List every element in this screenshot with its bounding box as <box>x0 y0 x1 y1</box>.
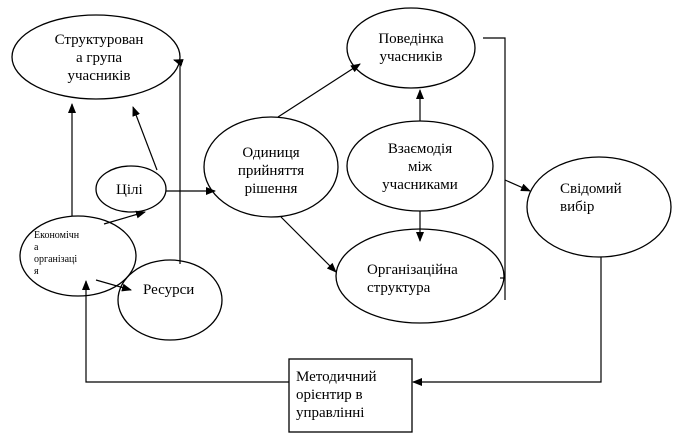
label-economic-org: Економічн а організаці я <box>34 230 80 277</box>
label-decision-unit: Одиниця прийняття рішення <box>237 145 305 197</box>
node-method-guide-shape <box>288 358 413 433</box>
label-resources: Ресурси <box>143 282 195 298</box>
label-interaction: Взаємодія між учасниками <box>382 141 458 193</box>
arrow-econ-to-resources <box>95 279 132 292</box>
arrow-bracket-to-choice <box>504 179 531 192</box>
arrow-goals-to-group <box>132 106 158 171</box>
arrow-decision-to-behavior <box>277 63 361 118</box>
label-structured-group: Структурован а група учасників <box>54 32 144 84</box>
arrow-guide-to-econ <box>82 280 289 383</box>
label-conscious-choice: Свідомий вибір <box>560 181 622 215</box>
node-structured-group-shape <box>11 14 181 100</box>
label-goals: Цілі <box>116 182 143 198</box>
node-economic-org-shape <box>19 215 137 297</box>
label-behavior: Поведінка учасників <box>378 31 444 65</box>
arrow-econ-to-goals <box>103 210 146 225</box>
node-behavior-shape <box>346 7 476 89</box>
bracket-right <box>483 37 506 300</box>
label-method-guide: Методичний орієнтир в управлінні <box>296 369 377 421</box>
node-decision-unit-shape <box>203 116 339 218</box>
arrow-resources-to-group <box>173 59 184 264</box>
arrow-choice-to-guide <box>412 257 602 386</box>
node-conscious-choice-shape <box>526 156 672 258</box>
node-resources-shape <box>117 259 223 341</box>
label-org-structure: Організаційна структура <box>367 262 458 296</box>
node-goals-shape <box>95 165 167 213</box>
arrow-decision-to-orgstructure <box>280 216 337 273</box>
